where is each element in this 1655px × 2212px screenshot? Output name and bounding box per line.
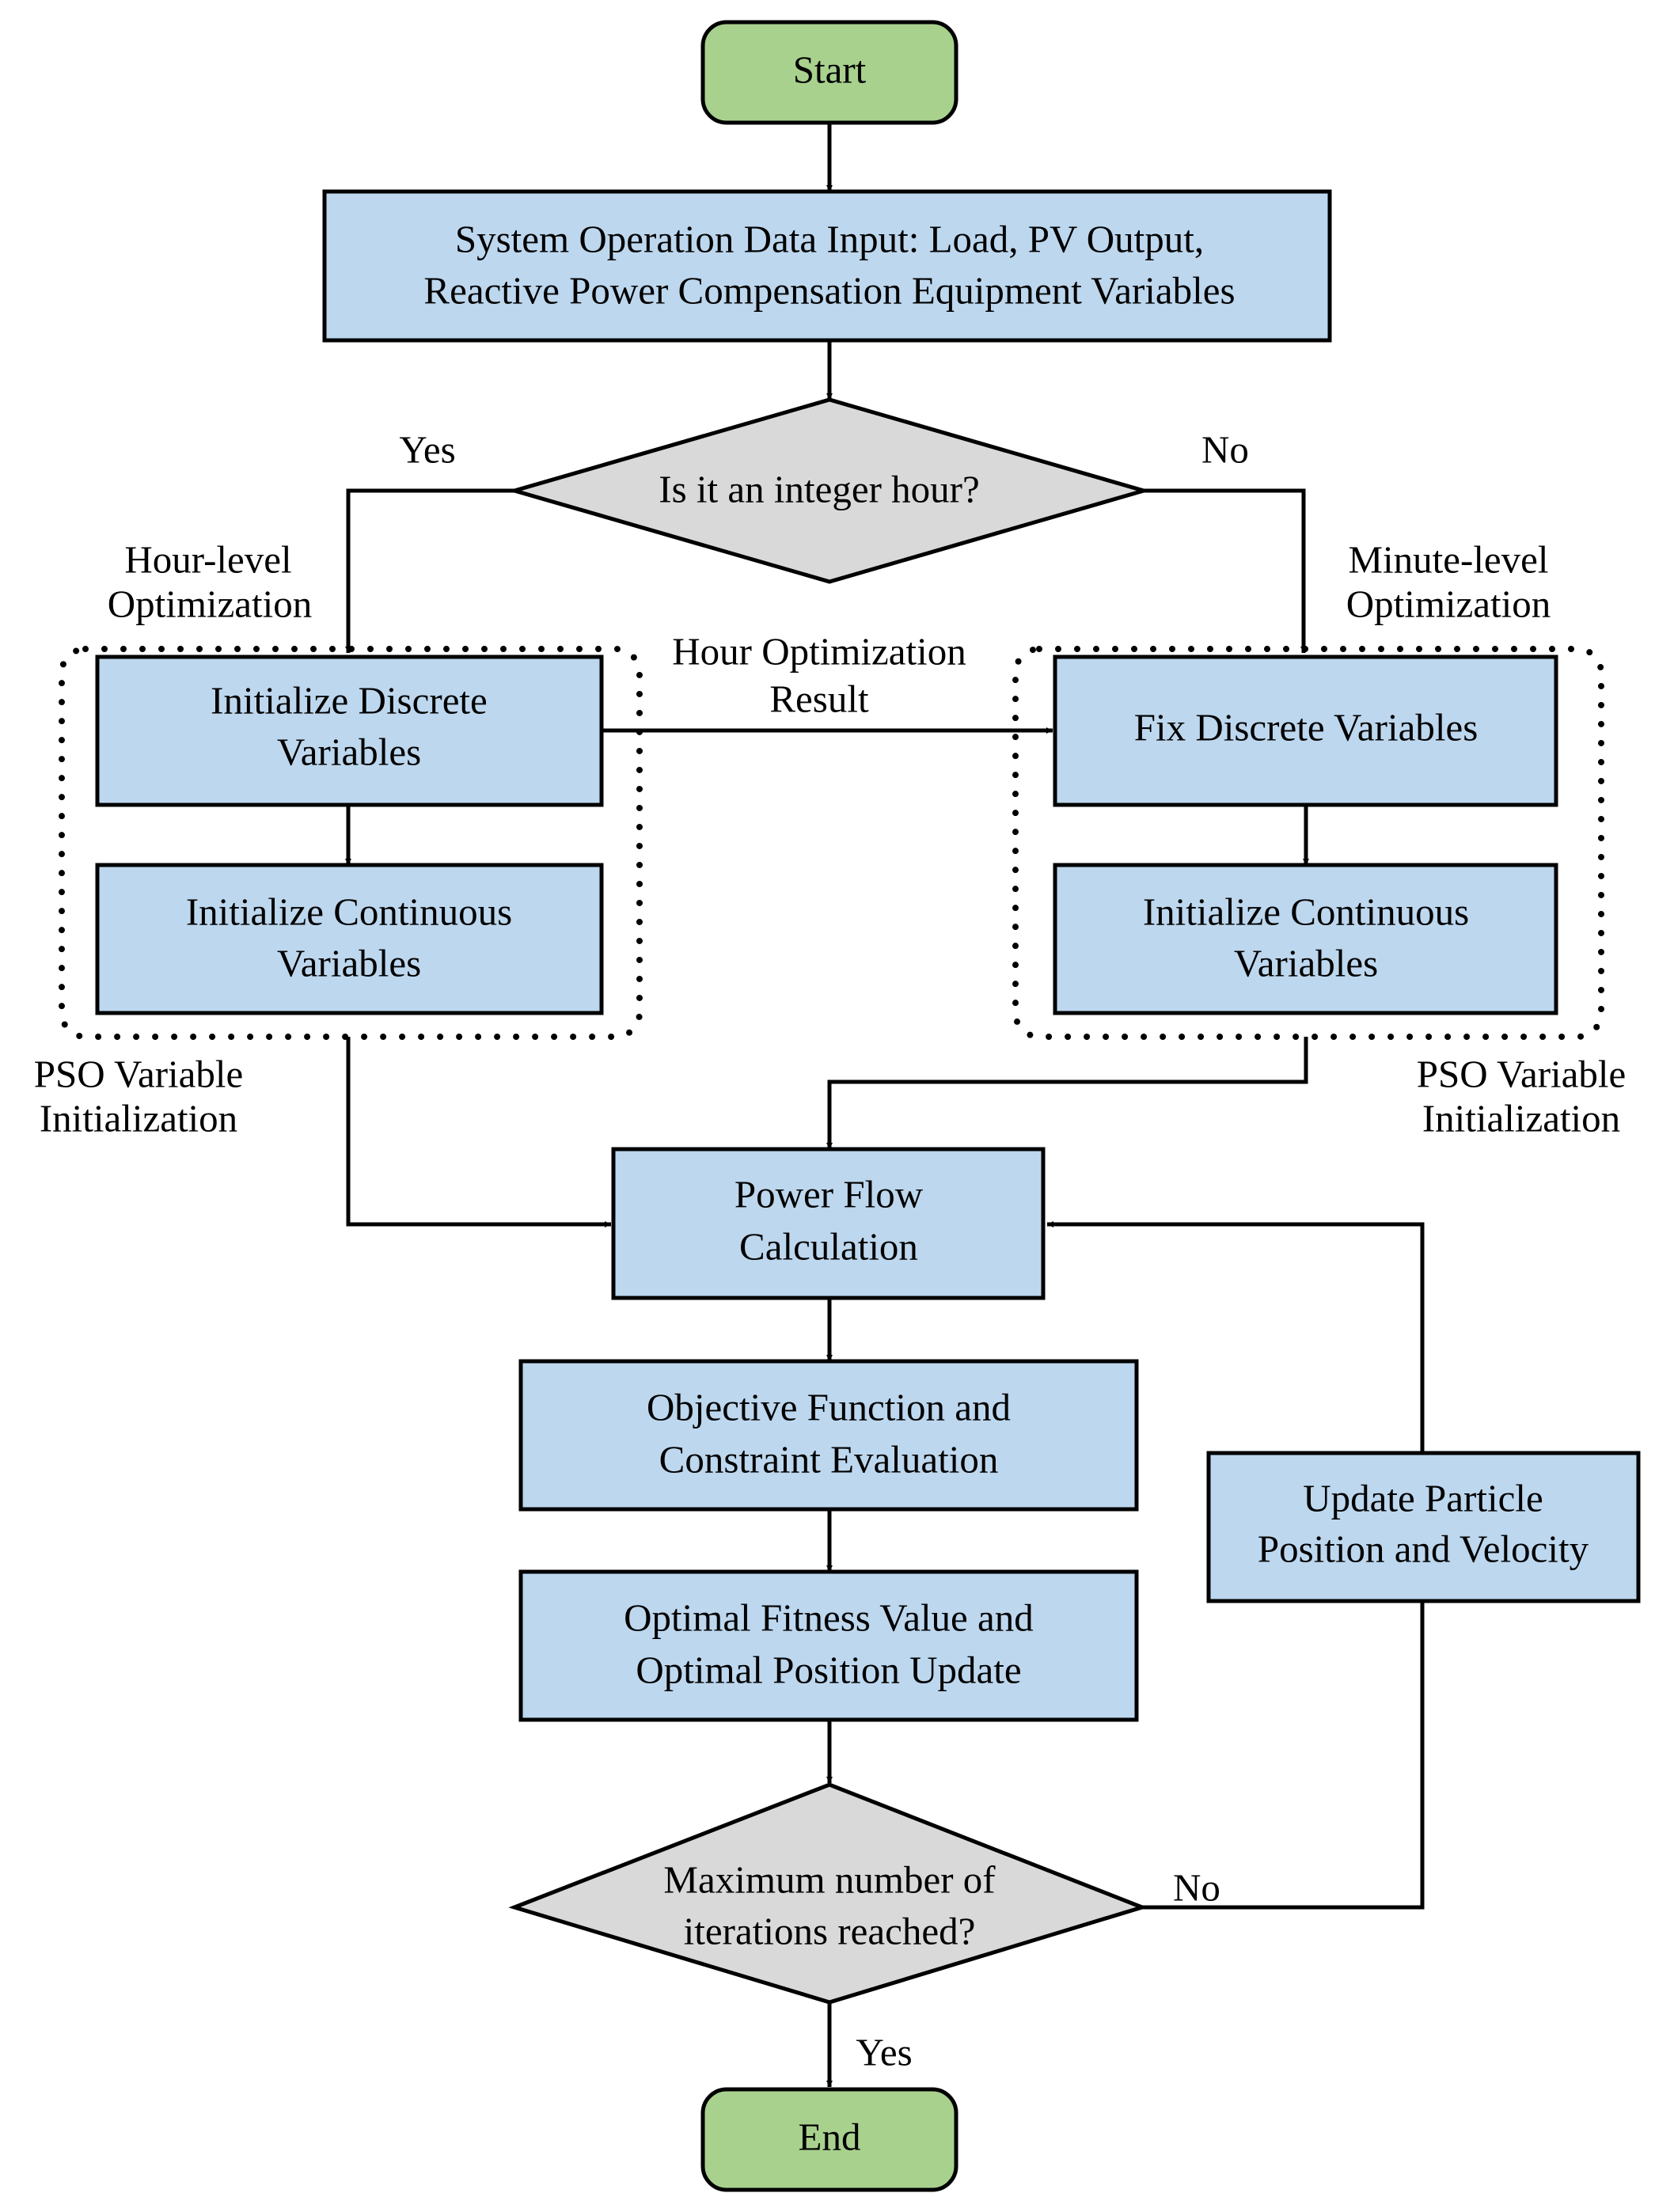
power-flow-line-2: Calculation — [739, 1224, 918, 1268]
init-continuous-right-shape — [1053, 863, 1558, 1015]
init-continuous-right-line-1: Initialize Continuous — [1143, 890, 1469, 933]
init-discrete-line-2: Variables — [277, 730, 421, 773]
minute-level-line-2: Optimization — [1346, 582, 1551, 625]
arrow-no-to-update — [1142, 1601, 1425, 1910]
pso-left-line-2: Initialization — [40, 1096, 237, 1140]
fix-discrete-shape — [1053, 654, 1558, 807]
objective-line-1: Objective Function and — [647, 1385, 1011, 1429]
objective-line-2: Constraint Evaluation — [659, 1437, 999, 1481]
minute-level-line-1: Minute-level — [1348, 537, 1548, 581]
max-iter-line-2: iterations reached? — [684, 1909, 976, 1952]
no-label-bottom: No — [1173, 1865, 1220, 1909]
init-continuous-left-shape — [95, 863, 604, 1015]
power-flow-shape — [611, 1147, 1046, 1300]
fitness-line-2: Optimal Position Update — [636, 1648, 1021, 1691]
init-continuous-right-box: Initialize Continuous Variables — [1053, 863, 1558, 1015]
start-label: Start — [793, 47, 867, 91]
arrow-right-to-powerflow — [826, 1037, 1308, 1149]
init-continuous-right-line-2: Variables — [1234, 941, 1378, 985]
hour-level-line-1: Hour-level — [124, 537, 291, 581]
arrow-yes-branch — [345, 488, 514, 653]
init-discrete-box: Initialize Discrete Variables — [95, 654, 604, 807]
yes-label-bottom: Yes — [856, 2030, 912, 2074]
no-label-top: No — [1201, 427, 1249, 471]
init-continuous-left-box: Initialize Continuous Variables — [95, 863, 604, 1015]
max-iter-line-1: Maximum number of — [663, 1857, 996, 1901]
fitness-line-1: Optimal Fitness Value and — [624, 1595, 1034, 1639]
hour-result-line-1: Hour Optimization — [672, 629, 966, 673]
power-flow-line-1: Power Flow — [735, 1172, 924, 1216]
yes-label-top: Yes — [399, 427, 455, 471]
data-input-line-1: System Operation Data Input: Load, PV Ou… — [455, 217, 1204, 260]
end-label: End — [799, 2115, 861, 2158]
fitness-box: Optimal Fitness Value and Optimal Positi… — [518, 1569, 1139, 1722]
arrow-update-to-powerflow — [1047, 1221, 1425, 1460]
fix-discrete-box: Fix Discrete Variables — [1053, 654, 1558, 807]
right-pso-group — [1012, 646, 1604, 1040]
connectors — [345, 123, 1425, 2087]
objective-shape — [518, 1359, 1139, 1512]
fix-discrete-label: Fix Discrete Variables — [1134, 705, 1478, 749]
hour-result-line-2: Result — [769, 677, 869, 720]
end-terminal: End — [700, 2087, 958, 2192]
data-input-box: System Operation Data Input: Load, PV Ou… — [322, 189, 1332, 343]
data-input-line-2: Reactive Power Compensation Equipment Va… — [423, 268, 1235, 312]
start-shape — [700, 20, 958, 125]
update-particle-line-2: Position and Velocity — [1258, 1527, 1589, 1570]
arrow-no-branch — [1144, 488, 1307, 653]
pso-right-line-2: Initialization — [1422, 1096, 1620, 1140]
data-input-shape — [322, 189, 1332, 343]
power-flow-box: Power Flow Calculation — [611, 1147, 1046, 1300]
max-iter-decision: Maximum number of iterations reached? — [508, 1782, 1148, 2005]
max-iter-diamond — [508, 1782, 1148, 2005]
integer-hour-label: Is it an integer hour? — [659, 467, 979, 510]
integer-hour-diamond — [507, 397, 1151, 584]
start-terminal: Start — [700, 20, 958, 125]
integer-hour-decision: Is it an integer hour? — [507, 397, 1151, 584]
pso-left-line-1: PSO Variable — [34, 1052, 244, 1095]
fitness-shape — [518, 1569, 1139, 1722]
pso-right-line-1: PSO Variable — [1417, 1052, 1627, 1095]
end-shape — [700, 2087, 958, 2192]
init-discrete-line-1: Initialize Discrete — [211, 678, 488, 722]
hour-level-line-2: Optimization — [108, 582, 313, 625]
init-discrete-shape — [95, 654, 604, 807]
update-particle-box: Update Particle Position and Velocity — [1206, 1451, 1641, 1603]
update-particle-shape — [1206, 1451, 1641, 1603]
init-continuous-left-line-2: Variables — [277, 941, 421, 985]
init-continuous-left-line-1: Initialize Continuous — [186, 890, 512, 933]
update-particle-line-1: Update Particle — [1303, 1476, 1543, 1520]
arrow-left-to-powerflow — [346, 1037, 611, 1227]
objective-box: Objective Function and Constraint Evalua… — [518, 1359, 1139, 1512]
